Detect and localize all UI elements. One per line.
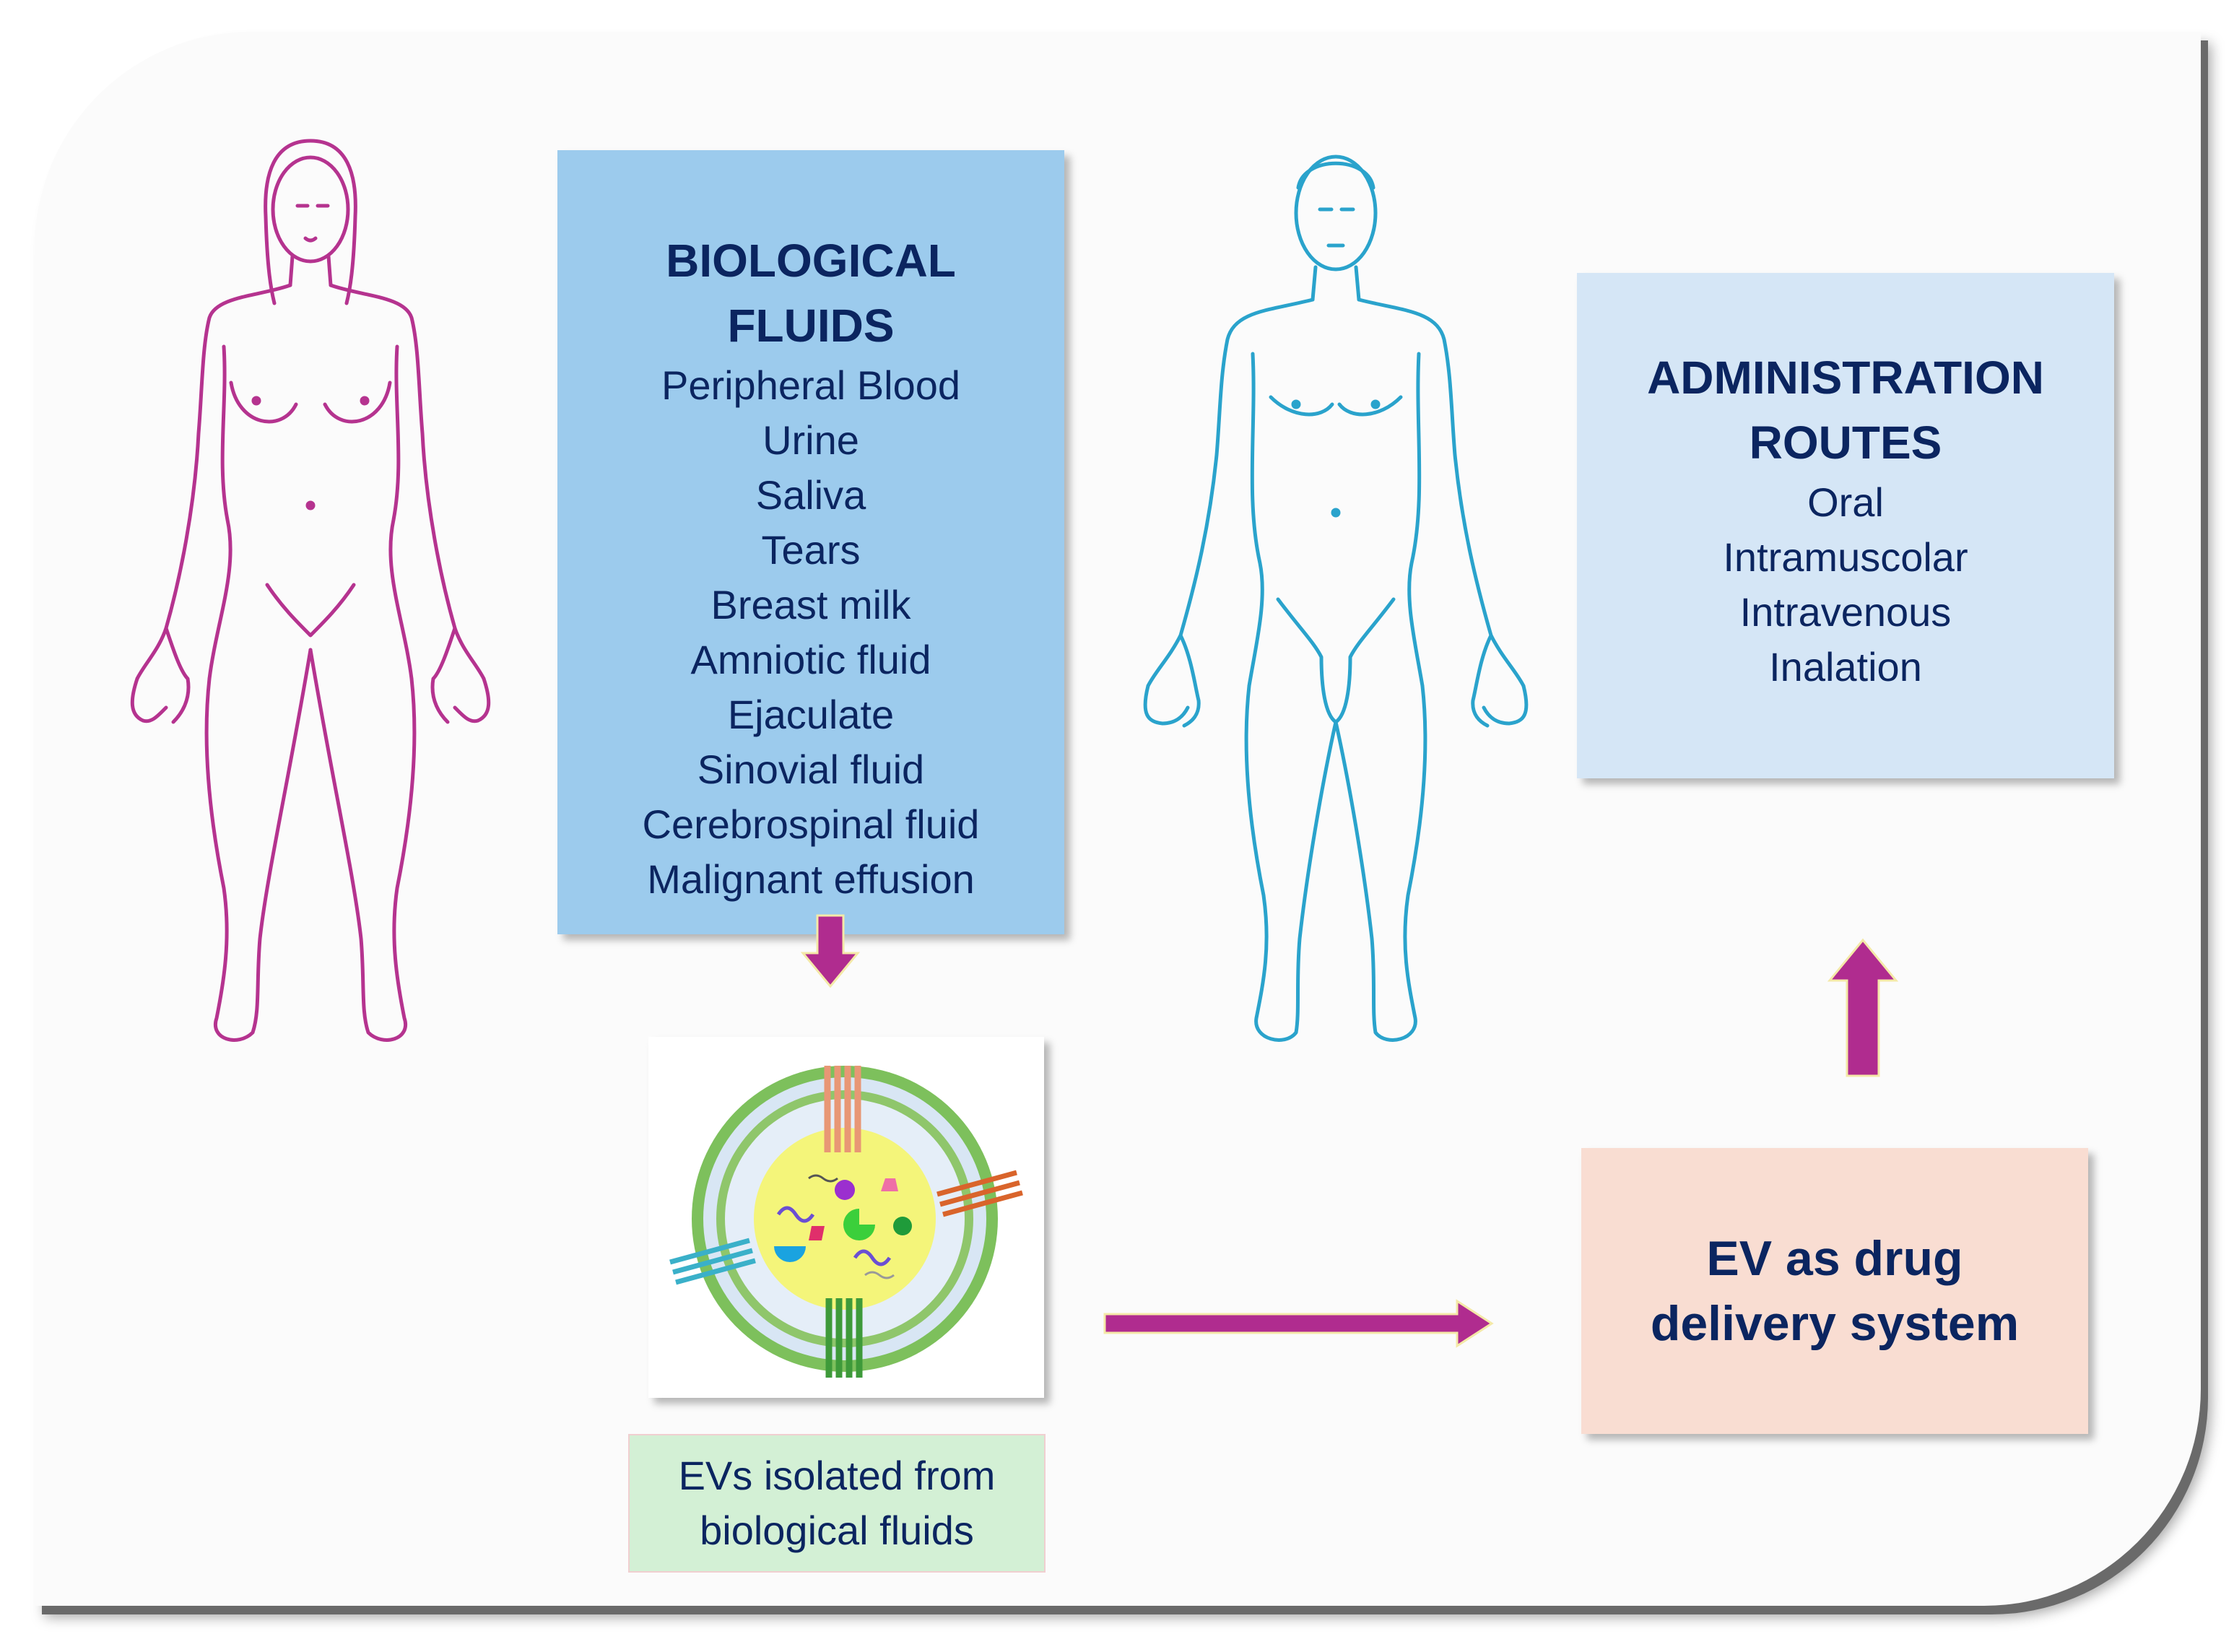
male-body-figure: [1126, 137, 1545, 1061]
fluid-item: Tears: [761, 527, 861, 573]
administration-routes-box: ADMINISTRATION ROUTES Oral Intramuscolar…: [1577, 273, 2114, 778]
ev-isolated-label-box: EVs isolated from biological fluids: [628, 1434, 1046, 1573]
extracellular-vesicle-illustration: [648, 1037, 1044, 1398]
fluid-item: Breast milk: [710, 582, 911, 627]
female-body-figure: [101, 130, 520, 1069]
down-arrow-icon: [800, 914, 861, 988]
fluid-item: Urine: [762, 417, 859, 463]
administration-routes-title-line2: ROUTES: [1749, 417, 1942, 469]
route-item: Oral: [1807, 479, 1884, 525]
fluid-item: Ejaculate: [727, 692, 895, 737]
fluid-item: Amniotic fluid: [690, 637, 931, 682]
fluid-item: Saliva: [755, 472, 866, 518]
biological-fluids-title-line1: BIOLOGICAL: [666, 235, 956, 287]
route-item: Intramuscolar: [1723, 534, 1968, 580]
biological-fluids-title-line2: FLUIDS: [727, 300, 895, 352]
route-item: Inalation: [1769, 644, 1922, 690]
ev-drug-line2: delivery system: [1650, 1296, 2020, 1351]
ev-drug-delivery-box: EV as drug delivery system: [1581, 1148, 2088, 1434]
fluid-item: Cerebrospinal fluid: [642, 801, 980, 847]
ev-isolated-line2: biological fluids: [700, 1508, 974, 1553]
biological-fluids-box: BIOLOGICAL FLUIDS Peripheral Blood Urine…: [557, 150, 1064, 934]
fluid-item: Sinovial fluid: [697, 747, 925, 792]
right-arrow-icon: [1103, 1299, 1495, 1348]
up-arrow-icon: [1827, 938, 1899, 1077]
fluid-item: Peripheral Blood: [661, 362, 961, 408]
administration-routes-title-line1: ADMINISTRATION: [1647, 352, 2044, 404]
route-item: Intravenous: [1739, 589, 1952, 635]
ev-drug-line1: EV as drug: [1706, 1231, 1963, 1286]
ev-isolated-line1: EVs isolated from: [678, 1453, 996, 1498]
fluid-item: Malignant effusion: [647, 856, 975, 902]
